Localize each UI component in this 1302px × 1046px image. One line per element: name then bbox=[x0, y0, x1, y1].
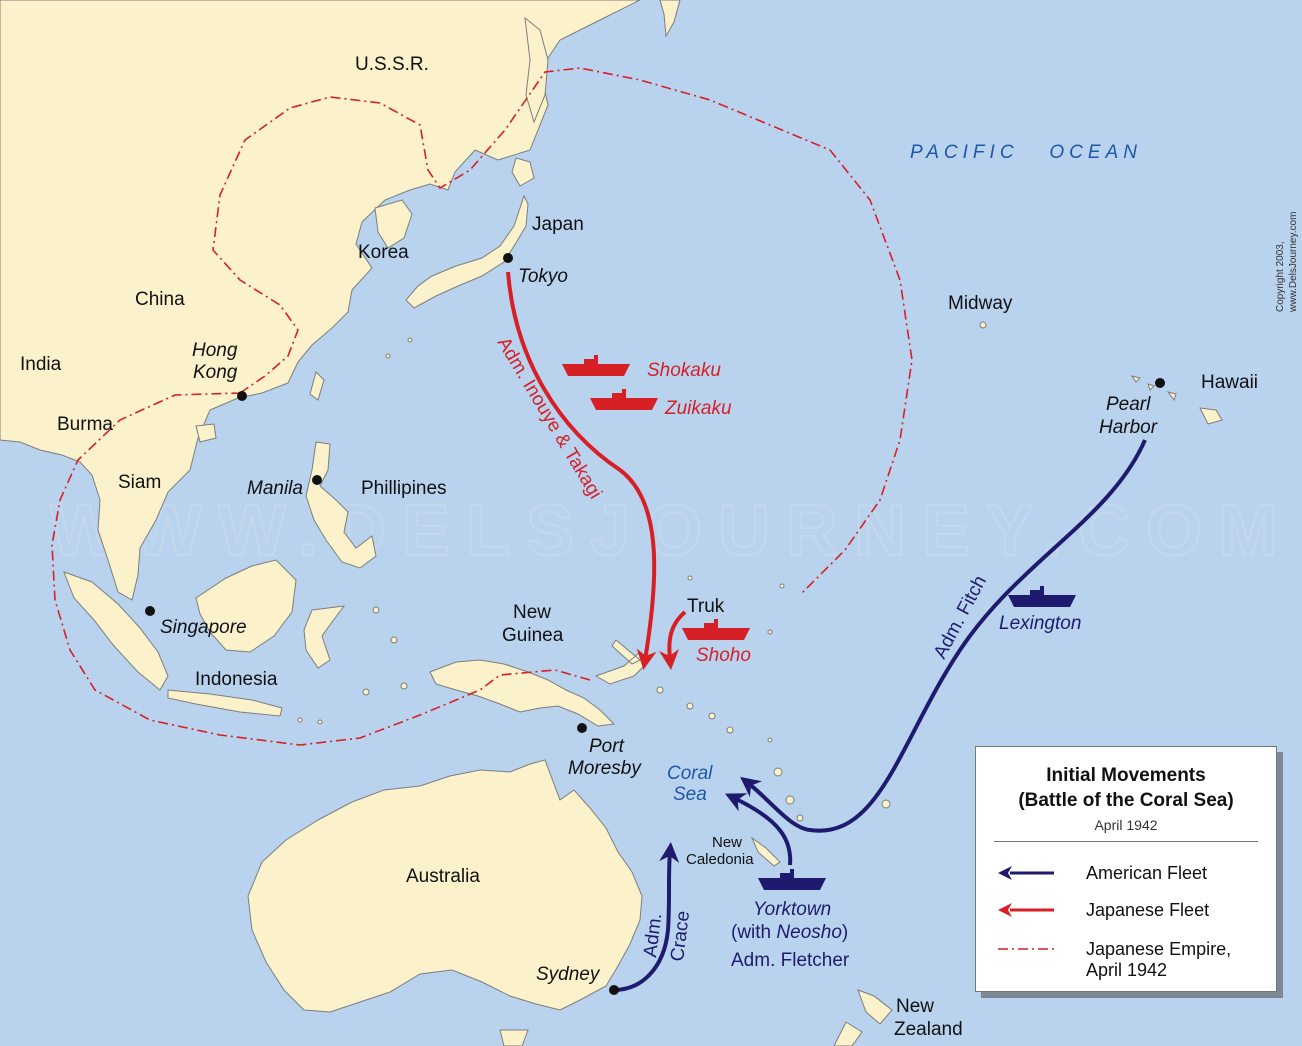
label-with-neosho: (with Neosho) bbox=[731, 922, 848, 943]
label-new-caledonia-1: New bbox=[712, 834, 742, 851]
label-korea: Korea bbox=[358, 242, 409, 263]
tasmania-land bbox=[499, 1029, 529, 1046]
label-hawaii: Hawaii bbox=[1201, 372, 1258, 393]
hainan-land bbox=[195, 423, 217, 443]
new-guinea-land bbox=[429, 659, 616, 727]
legend-title-1: Initial Movements bbox=[1046, 765, 1206, 786]
copyright-line-1: Copyright 2003, bbox=[1275, 241, 1286, 312]
legend-japanese-label: Japanese Fleet bbox=[1086, 900, 1210, 920]
japanese-route-inouye bbox=[506, 271, 657, 670]
label-tokyo: Tokyo bbox=[518, 266, 568, 287]
label-shokaku: Shokaku bbox=[647, 360, 721, 381]
label-zuikaku: Zuikaku bbox=[664, 398, 732, 419]
label-coral-sea-1: Coral bbox=[667, 763, 713, 784]
korea-land bbox=[374, 199, 413, 249]
hawaii-land bbox=[1130, 375, 1223, 425]
japan-land bbox=[405, 157, 535, 309]
japanese-empire-boundary bbox=[51, 67, 913, 746]
legend-title-2: (Battle of the Coral Sea) bbox=[1018, 790, 1234, 811]
american-fleet-arrow-icon bbox=[998, 866, 1054, 880]
american-route-crace bbox=[613, 842, 680, 992]
label-sydney: Sydney bbox=[536, 964, 601, 985]
new-caledonia-land bbox=[750, 836, 781, 867]
label-truk: Truk bbox=[687, 596, 725, 617]
legend-date: April 1942 bbox=[1094, 817, 1158, 833]
legend-row-american: American Fleet bbox=[996, 863, 1207, 884]
sumatra-land bbox=[63, 571, 169, 691]
label-new-guinea-2: Guinea bbox=[502, 625, 564, 646]
borneo-land bbox=[195, 559, 297, 653]
city-dots bbox=[145, 253, 1165, 995]
taiwan-land bbox=[309, 371, 325, 401]
label-shoho: Shoho bbox=[696, 645, 751, 666]
label-ussr: U.S.S.R. bbox=[355, 54, 429, 75]
label-burma: Burma bbox=[57, 414, 113, 435]
label-australia: Australia bbox=[406, 866, 480, 887]
label-coral-sea-2: Sea bbox=[673, 784, 707, 805]
legend-empire-label-2: April 1942 bbox=[1086, 960, 1168, 980]
java-land bbox=[167, 689, 283, 717]
sulawesi-land bbox=[303, 605, 346, 669]
japanese-fleet-arrow-icon bbox=[998, 903, 1054, 917]
label-hong-kong-2: Kong bbox=[193, 362, 238, 383]
label-manila: Manila bbox=[247, 478, 303, 499]
legend: Initial Movements (Battle of the Coral S… bbox=[975, 746, 1277, 992]
label-new-zealand-1: New bbox=[896, 996, 934, 1017]
label-new-caledonia-2: Caledonia bbox=[686, 851, 754, 868]
american-route-fitch bbox=[740, 439, 1147, 833]
japanese-route-truk bbox=[659, 610, 687, 670]
label-pearl-harbor-2: Harbor bbox=[1099, 417, 1158, 438]
label-hong-kong-1: Hong bbox=[192, 340, 238, 361]
legend-row-japanese: Japanese Fleet bbox=[996, 900, 1209, 921]
legend-american-label: American Fleet bbox=[1086, 863, 1208, 883]
label-phillipines: Phillipines bbox=[361, 478, 447, 499]
kamchatka-land bbox=[659, 0, 681, 38]
small-islands bbox=[297, 321, 987, 822]
legend-divider bbox=[994, 841, 1258, 842]
label-india: India bbox=[20, 354, 62, 375]
sakhalin-land bbox=[524, 16, 549, 124]
legend-row-empire: Japanese Empire, April 1942 bbox=[996, 939, 1231, 981]
label-yorktown: Yorktown bbox=[753, 899, 831, 920]
new-zealand-land bbox=[833, 989, 893, 1046]
legend-empire-label-1: Japanese Empire, bbox=[1086, 939, 1232, 959]
american-route-fletcher bbox=[724, 793, 793, 866]
label-port-moresby-1: Port bbox=[589, 736, 625, 757]
label-new-zealand-2: Zealand bbox=[894, 1019, 963, 1040]
label-fletcher: Adm. Fletcher bbox=[731, 950, 850, 971]
asia-land bbox=[0, 0, 641, 601]
japanese-empire-line-icon bbox=[998, 948, 1054, 950]
label-japan: Japan bbox=[532, 214, 584, 235]
watermark: WWW.DELSJOURNEY.COM bbox=[50, 491, 1294, 571]
philippines-land bbox=[305, 441, 377, 569]
label-lexington: Lexington bbox=[999, 613, 1081, 634]
label-port-moresby-2: Moresby bbox=[568, 758, 642, 779]
label-pearl-harbor-1: Pearl bbox=[1106, 394, 1151, 415]
label-indonesia: Indonesia bbox=[195, 669, 278, 690]
label-siam: Siam bbox=[118, 472, 161, 493]
label-midway: Midway bbox=[948, 293, 1013, 314]
label-new-guinea-1: New bbox=[513, 602, 551, 623]
label-pacific-ocean: PACIFIC OCEAN bbox=[910, 142, 1142, 163]
label-china: China bbox=[135, 289, 185, 310]
copyright-line-2: www.DelsJourney.com bbox=[1288, 212, 1299, 313]
label-singapore: Singapore bbox=[160, 617, 247, 638]
australia-land bbox=[247, 759, 643, 1013]
